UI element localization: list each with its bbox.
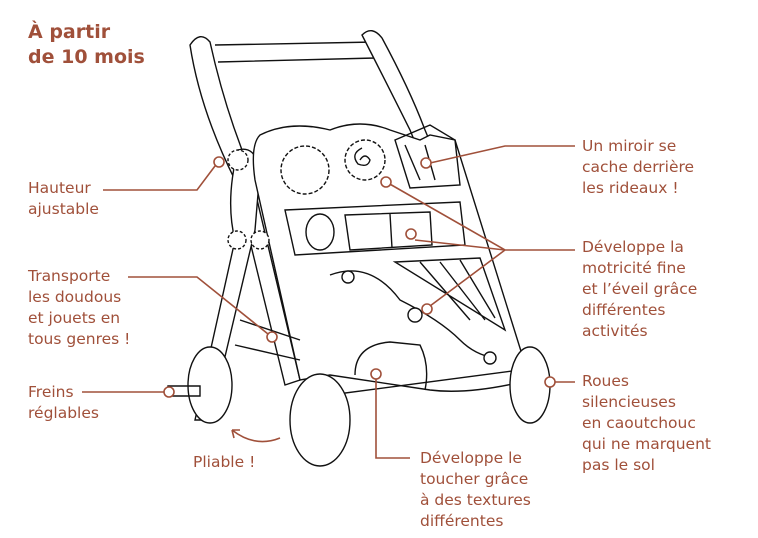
base-bars: [234, 319, 521, 396]
gear-large: [280, 145, 330, 195]
label-line: Un miroir se: [582, 137, 677, 155]
label-line: motricité fine: [582, 259, 686, 277]
leader-motricite: [387, 182, 575, 307]
label-freins: Freins réglables: [28, 382, 99, 424]
slats: [392, 257, 507, 332]
label-line: Hauteur: [28, 179, 91, 197]
marker-roues: [544, 376, 556, 388]
label-line: activités: [582, 322, 648, 340]
marker-freins: [163, 386, 175, 398]
label-line: différentes: [420, 512, 504, 530]
label-line: Développe le: [420, 449, 522, 467]
label-line: Transporte: [28, 267, 111, 285]
bead: [407, 307, 423, 323]
label-line: qui ne marquent: [582, 435, 711, 453]
knob: [227, 230, 247, 250]
label-line: et jouets en: [28, 309, 121, 327]
label-line: tous genres !: [28, 330, 131, 348]
fold-arrow-icon: [231, 429, 281, 443]
label-pliable: Pliable !: [193, 453, 256, 471]
label-line: les doudous: [28, 288, 122, 306]
leader-miroir: [429, 145, 575, 164]
label-hauteur: Hauteur ajustable: [28, 178, 99, 220]
label-miroir: Un miroir se cache derrière les rideaux …: [582, 136, 694, 199]
marker-beads: [421, 303, 433, 315]
label-line: Développe la: [582, 238, 684, 256]
bead-wire: [329, 270, 496, 359]
handle-bar: [214, 41, 379, 63]
label-line: différentes: [582, 301, 666, 319]
wheel-front-right: [509, 346, 551, 424]
label-roues: Roues silencieuses en caoutchouc qui ne …: [582, 371, 711, 476]
label-transporte: Transporte les doudous et jouets en tous…: [28, 266, 130, 350]
leader-hauteur: [103, 165, 216, 191]
label-line: ajustable: [28, 200, 99, 218]
leader-transporte: [128, 276, 269, 335]
wheel-front-left: [289, 373, 351, 467]
label-line: toucher grâce: [420, 470, 529, 488]
bead: [483, 351, 497, 365]
age-heading: À partir de 10 mois: [28, 20, 145, 70]
gear-small: [344, 139, 386, 181]
age-heading-line2: de 10 mois: [28, 46, 145, 68]
wheel-back-left: [187, 346, 233, 424]
label-line: réglables: [28, 404, 99, 422]
marker-miroir: [420, 157, 432, 169]
marker-toucher: [370, 368, 382, 380]
label-line: et l’éveil grâce: [582, 280, 698, 298]
label-line: Roues: [582, 372, 629, 390]
label-line: Freins: [28, 383, 74, 401]
leader-toucher: [375, 379, 410, 459]
label-toucher: Développe le toucher grâce à des texture…: [420, 448, 531, 532]
texture-bump: [354, 341, 428, 391]
roller: [305, 213, 335, 251]
spiral: [354, 147, 371, 167]
knob: [250, 230, 270, 250]
label-line: cache derrière: [582, 158, 695, 176]
blocks: [344, 211, 433, 251]
height-knob: [227, 149, 249, 171]
label-line: en caoutchouc: [582, 414, 696, 432]
marker-gears: [380, 176, 392, 188]
marker-transporte: [266, 331, 278, 343]
label-line: silencieuses: [582, 393, 676, 411]
marker-hauteur: [213, 156, 225, 168]
marker-blocks: [405, 228, 417, 240]
label-motricite: Développe la motricité fine et l’éveil g…: [582, 237, 697, 342]
bead: [341, 270, 355, 284]
label-line: à des textures: [420, 491, 531, 509]
age-heading-line1: À partir: [28, 21, 111, 43]
label-line: les rideaux !: [582, 179, 679, 197]
activity-panel: [252, 123, 531, 392]
label-line: pas le sol: [582, 456, 655, 474]
